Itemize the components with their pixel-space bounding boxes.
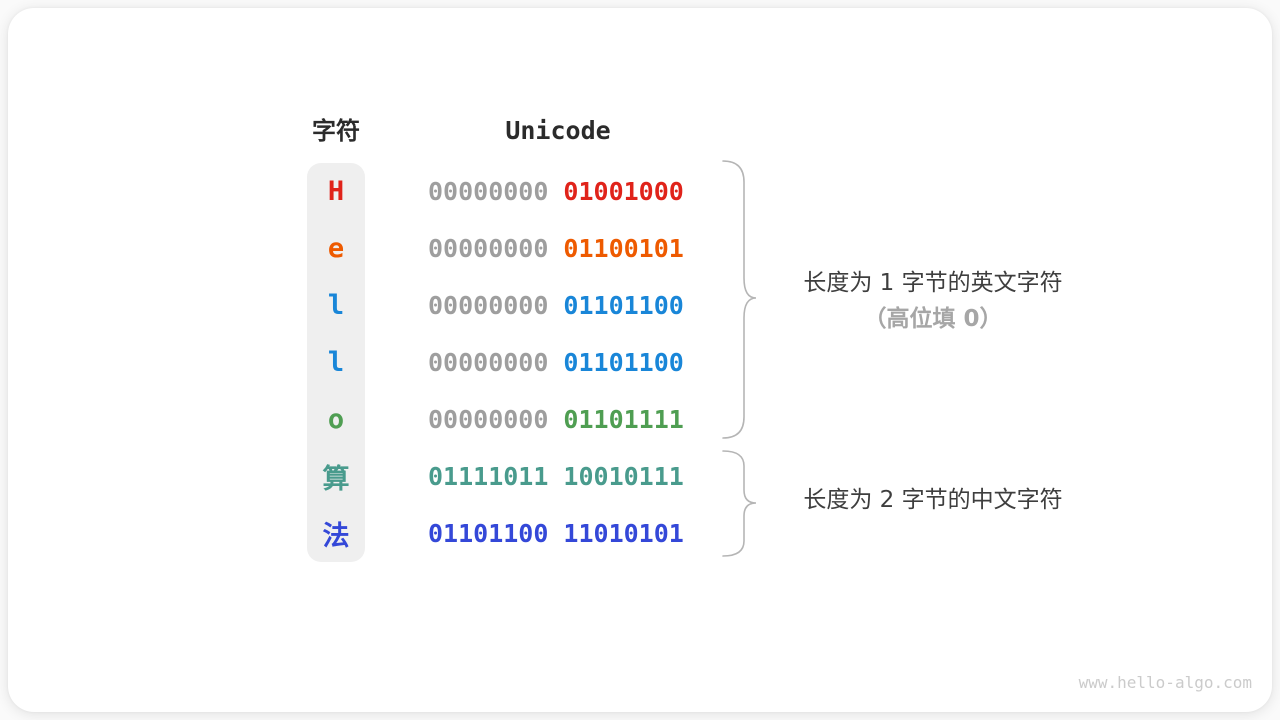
table-row-suan: 算 01111011 10010111 — [307, 448, 727, 505]
byte-low: 10010111 — [563, 462, 684, 491]
byte-high: 00000000 — [428, 234, 549, 263]
byte-high: 00000000 — [428, 405, 549, 434]
annotation-english-line2: （高位填 0） — [863, 306, 1003, 332]
table-row-l2: l 00000000 01101100 — [307, 334, 727, 391]
byte-low: 01101111 — [563, 405, 684, 434]
character-cell: o — [327, 404, 345, 435]
table-row-e: e 00000000 01100101 — [307, 220, 727, 277]
byte-high: 00000000 — [428, 348, 549, 377]
brace-english-group — [722, 160, 757, 439]
byte-low: 01100101 — [563, 234, 684, 263]
byte-high: 00000000 — [428, 177, 549, 206]
character-cell: l — [327, 290, 345, 321]
byte-low: 01001000 — [563, 177, 684, 206]
byte-low: 01101100 — [563, 348, 684, 377]
byte-low: 11010101 — [563, 519, 684, 548]
character-cell: 算 — [322, 464, 350, 495]
annotation-english-chars: 长度为 1 字节的英文字符 （高位填 0） — [778, 266, 1088, 338]
byte-high: 01111011 — [428, 462, 549, 491]
table-row-h: H 00000000 01001000 — [307, 163, 727, 220]
character-cell: 法 — [322, 521, 350, 552]
watermark-url: www.hello-algo.com — [1078, 673, 1252, 692]
table-row-o: o 00000000 01101111 — [307, 391, 727, 448]
header-character-column: 字符 — [312, 117, 360, 145]
figure-card: 字符 Unicode H 00000000 01001000 e 0000000… — [8, 8, 1272, 712]
character-cell: l — [327, 347, 345, 378]
brace-chinese-group — [722, 450, 757, 557]
byte-low: 01101100 — [563, 291, 684, 320]
table-row-fa: 法 01101100 11010101 — [307, 505, 727, 562]
character-cell: e — [327, 233, 345, 264]
character-cell: H — [327, 176, 345, 207]
byte-high: 00000000 — [428, 291, 549, 320]
byte-high: 01101100 — [428, 519, 549, 548]
annotation-chinese-chars: 长度为 2 字节的中文字符 — [803, 487, 1063, 513]
annotation-english-line1: 长度为 1 字节的英文字符 — [803, 270, 1063, 296]
header-unicode-column: Unicode — [505, 116, 611, 145]
table-row-l1: l 00000000 01101100 — [307, 277, 727, 334]
character-column-background — [307, 163, 365, 562]
